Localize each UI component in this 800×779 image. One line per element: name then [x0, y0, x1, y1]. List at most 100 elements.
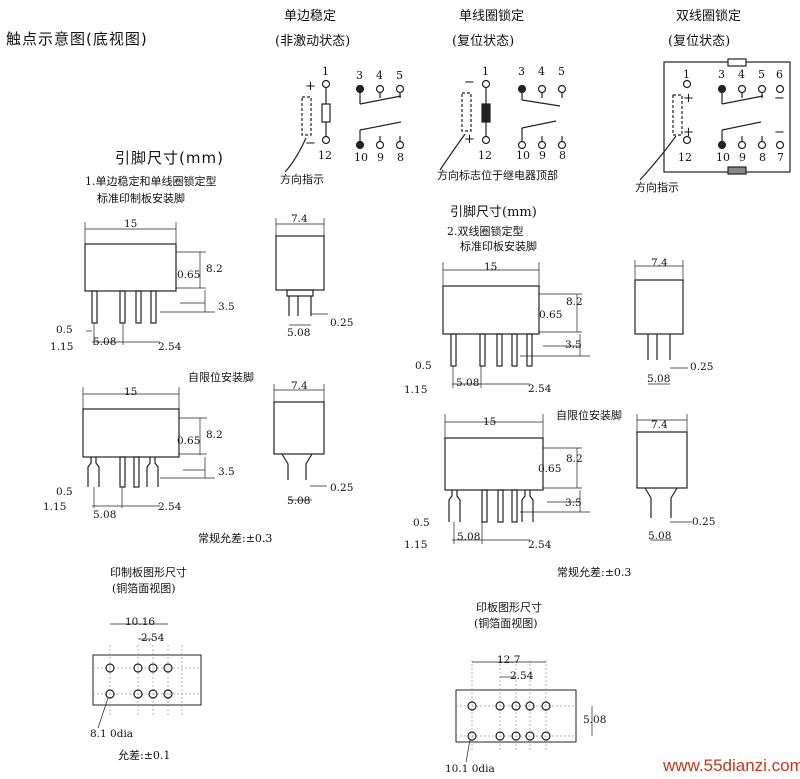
plus-sign: + — [305, 79, 316, 94]
minus-sign: − — [305, 136, 316, 151]
relay-front-2 — [442, 262, 590, 388]
header-single-side: 单边稳定 — [284, 9, 337, 24]
header-double-latch-sub: (复位状态) — [668, 34, 731, 49]
header-single-latch-sub: (复位状态) — [452, 34, 515, 49]
dim-offset: 0.65 — [538, 463, 562, 475]
pin-label: 7 — [777, 151, 784, 164]
dim-pin-spacing: 5.08 — [287, 495, 311, 507]
pcb2-dim2: 2.54 — [510, 670, 534, 682]
minus-sign: − — [774, 91, 785, 106]
dim-pin-width: 0.5 — [56, 486, 73, 498]
dim-offset: 0.65 — [177, 435, 201, 447]
dim-pitch-large: 5.08 — [93, 509, 117, 521]
direction-label-1: 方向指示 — [280, 173, 324, 186]
pcb2-title: 印板图形尺寸 — [476, 601, 542, 614]
dim-edge: 1.15 — [50, 341, 74, 353]
dim-depth: 7.4 — [651, 257, 668, 269]
pcb2-hole: 10.1 0dia — [445, 763, 495, 775]
section1-tolerance: 常规允差:±0.3 — [198, 532, 273, 545]
dim-edge: 1.15 — [404, 384, 428, 396]
section1-sub2: 标准印制板安装脚 — [97, 192, 185, 205]
dim-pin-width: 0.5 — [56, 324, 73, 336]
minus-sign: − — [464, 75, 475, 90]
dim-offset: 0.65 — [177, 269, 201, 281]
dim-offset: 0.65 — [539, 309, 563, 321]
pcb1-hole: 8.1 0dia — [90, 728, 134, 740]
relay-front-1 — [84, 222, 215, 345]
pin-label: 1 — [322, 65, 329, 78]
pin-label: 6 — [776, 68, 783, 81]
header-single-latch: 单线圈锁定 — [459, 9, 525, 24]
dim-pitch: 2.54 — [528, 539, 552, 551]
section2-alt-label: 自限位安装脚 — [556, 409, 622, 422]
contact-diagram-single-side — [284, 79, 405, 173]
dim-width: 15 — [124, 386, 138, 398]
dim-pin-width: 0.5 — [415, 360, 432, 372]
plus-sign: + — [464, 132, 475, 147]
dim-pitch: 2.54 — [528, 383, 552, 395]
dim-height: 8.2 — [206, 429, 223, 441]
section1-alt-label: 自限位安装脚 — [188, 371, 254, 384]
pin-label: 1 — [482, 65, 489, 78]
pin-label: 3 — [518, 65, 525, 78]
dim-pin-spacing: 5.08 — [287, 327, 311, 339]
dim-pitch: 2.54 — [158, 501, 182, 513]
pin-label: 5 — [558, 65, 565, 78]
dim-height: 8.2 — [206, 263, 223, 275]
pin-label: 3 — [356, 69, 363, 82]
section1-sub1: 1.单边稳定和单线圈锁定型 — [85, 175, 217, 188]
direction-label-2: 方向标志位于继电器顶部 — [437, 169, 558, 182]
section2-title: 引脚尺寸(mm) — [450, 205, 537, 220]
dim-edge: 1.15 — [404, 539, 428, 551]
dim-depth: 7.4 — [651, 419, 668, 431]
dim-edge: 1.15 — [43, 501, 67, 513]
pin-label: 12 — [318, 149, 332, 162]
pcb-pattern-1 — [92, 623, 202, 729]
dim-depth: 7.4 — [291, 213, 308, 225]
pcb1-tolerance: 允差:±0.1 — [118, 749, 171, 762]
header-single-side-sub: (非激动状态) — [275, 34, 351, 49]
pin-label: 4 — [538, 65, 545, 78]
section1-title: 引脚尺寸(mm) — [115, 149, 224, 167]
pin-label: 8 — [759, 151, 766, 164]
section2-sub2: 标准印板安装脚 — [460, 240, 537, 253]
pin-label: 1 — [683, 68, 690, 81]
relay-side-1b — [273, 384, 327, 501]
dim-pin-thickness: 0.25 — [690, 361, 714, 373]
relay-side-1 — [275, 218, 328, 326]
pin-label: 9 — [739, 151, 746, 164]
dim-pin-thickness: 0.25 — [692, 516, 716, 528]
relay-side-2b — [636, 414, 692, 541]
header-double-latch: 双线圈锁定 — [676, 9, 742, 24]
dim-pin-thickness: 0.25 — [330, 482, 354, 494]
pin-label: 5 — [758, 68, 765, 81]
dim-height: 8.2 — [566, 453, 583, 465]
pcb2-dim1: 12.7 — [497, 654, 521, 666]
pin-label: 5 — [396, 69, 403, 82]
watermark: www.55dianzi.com — [663, 756, 800, 775]
pcb1-dim2: 2.54 — [141, 632, 165, 644]
pin-label: 3 — [718, 68, 725, 81]
dim-pin-width: 0.5 — [413, 517, 430, 529]
section2-sub1: 2.双线圈锁定型 — [447, 225, 524, 238]
relay-front-1b — [82, 387, 215, 508]
dim-pitch-large: 5.08 — [456, 377, 480, 389]
contact-diagram-title: 触点示意图(底视图) — [6, 30, 148, 48]
dim-pin-spacing: 5.08 — [648, 530, 672, 542]
dim-pin-length: 3.5 — [218, 301, 235, 313]
contact-diagram-double-latch — [639, 58, 791, 181]
pin-label: 9 — [377, 151, 384, 164]
plus-sign: + — [683, 91, 694, 106]
pin-label: 9 — [539, 149, 546, 162]
pcb1-subtitle: (铜箔面视图) — [112, 582, 176, 595]
section2-tolerance: 常规允差:±0.3 — [557, 566, 632, 579]
dim-pitch-large: 5.08 — [457, 531, 481, 543]
relay-side-2 — [634, 260, 688, 385]
plus-sign: + — [683, 125, 694, 140]
pin-label: 10 — [354, 151, 368, 164]
dim-width: 15 — [124, 218, 138, 230]
pin-label: 8 — [559, 149, 566, 162]
minus-sign: − — [774, 125, 785, 140]
dim-pin-length: 3.5 — [565, 497, 582, 509]
